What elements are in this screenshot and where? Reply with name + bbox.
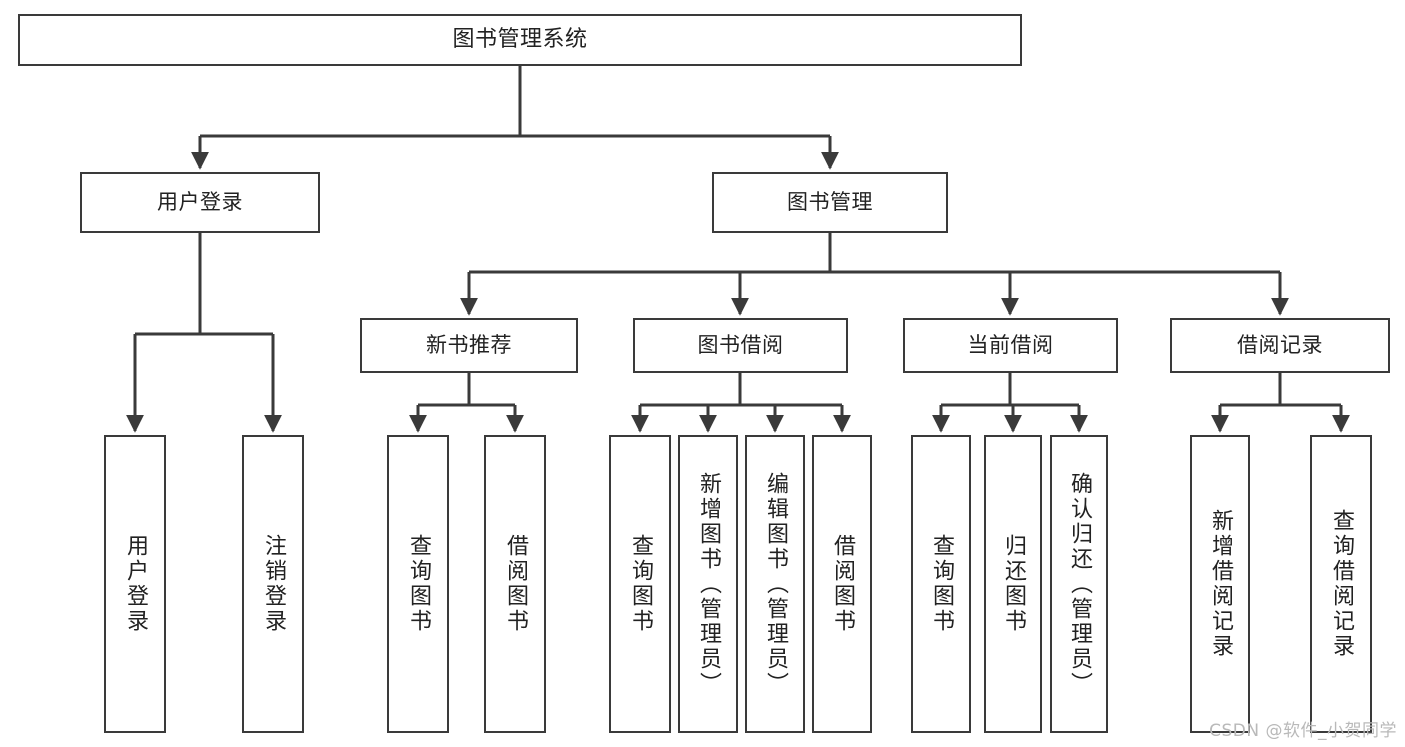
node-new-book-recommend-label: 新书推荐	[426, 332, 512, 357]
node-leaf-query-book-2[interactable]: 查询图书	[609, 435, 671, 733]
node-leaf-return-book-label: 归还图书	[1001, 534, 1026, 634]
node-leaf-edit-book-label: 编辑图书（管理员）	[763, 471, 788, 697]
node-current-borrow-label: 当前借阅	[967, 332, 1054, 357]
node-leaf-user-login-label: 用户登录	[123, 534, 148, 634]
node-root-system[interactable]: 图书管理系统	[18, 14, 1022, 66]
node-leaf-add-borrow-record-label: 新增借阅记录	[1208, 509, 1233, 659]
node-current-borrow[interactable]: 当前借阅	[903, 318, 1118, 373]
node-new-book-recommend[interactable]: 新书推荐	[360, 318, 578, 373]
node-leaf-query-book-3[interactable]: 查询图书	[911, 435, 971, 733]
node-leaf-query-book-3-label: 查询图书	[929, 534, 954, 634]
node-borrow-record[interactable]: 借阅记录	[1170, 318, 1390, 373]
node-book-manage-label: 图书管理	[787, 189, 873, 214]
node-leaf-query-book-1-label: 查询图书	[406, 534, 431, 634]
node-leaf-borrow-book-2-label: 借阅图书	[830, 534, 855, 634]
node-root-label: 图书管理系统	[452, 26, 588, 52]
node-leaf-edit-book[interactable]: 编辑图书（管理员）	[745, 435, 805, 733]
node-leaf-confirm-return-label: 确认归还（管理员）	[1067, 471, 1092, 697]
node-leaf-query-book-2-label: 查询图书	[628, 534, 653, 634]
node-leaf-add-book-label: 新增图书（管理员）	[696, 471, 721, 697]
node-user-login-label: 用户登录	[157, 189, 243, 214]
node-leaf-return-book[interactable]: 归还图书	[984, 435, 1042, 733]
watermark-text: CSDN @软件_小贺同学	[1209, 721, 1397, 741]
node-leaf-borrow-book-1[interactable]: 借阅图书	[484, 435, 546, 733]
node-leaf-query-borrow-record[interactable]: 查询借阅记录	[1310, 435, 1372, 733]
node-leaf-query-borrow-record-label: 查询借阅记录	[1329, 509, 1354, 659]
node-leaf-logout[interactable]: 注销登录	[242, 435, 304, 733]
node-book-borrow[interactable]: 图书借阅	[633, 318, 848, 373]
node-user-login[interactable]: 用户登录	[80, 172, 320, 233]
node-leaf-user-login[interactable]: 用户登录	[104, 435, 166, 733]
node-leaf-query-book-1[interactable]: 查询图书	[387, 435, 449, 733]
node-leaf-confirm-return[interactable]: 确认归还（管理员）	[1050, 435, 1108, 733]
node-borrow-record-label: 借阅记录	[1237, 332, 1323, 357]
node-leaf-add-borrow-record[interactable]: 新增借阅记录	[1190, 435, 1250, 733]
node-book-manage[interactable]: 图书管理	[712, 172, 948, 233]
node-leaf-borrow-book-1-label: 借阅图书	[503, 534, 528, 634]
node-leaf-add-book[interactable]: 新增图书（管理员）	[678, 435, 738, 733]
node-leaf-logout-label: 注销登录	[261, 534, 286, 634]
node-book-borrow-label: 图书借阅	[697, 332, 784, 357]
node-leaf-borrow-book-2[interactable]: 借阅图书	[812, 435, 872, 733]
